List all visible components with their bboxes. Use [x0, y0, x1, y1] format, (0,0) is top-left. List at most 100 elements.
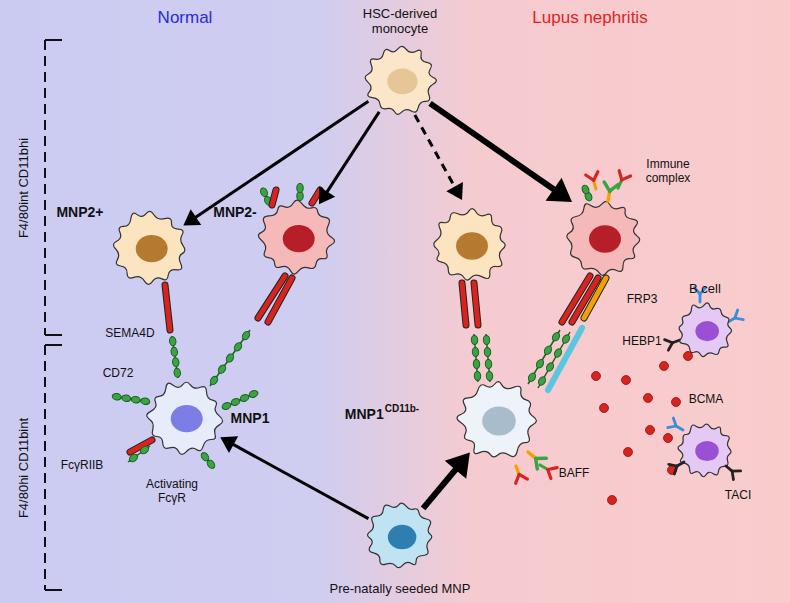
connector-line: [415, 115, 456, 189]
shape: [672, 466, 680, 474]
shape: [669, 461, 677, 469]
receptor-bead: [225, 352, 235, 363]
marker-label: CD72: [103, 367, 134, 381]
dashed-arrow: [415, 115, 463, 200]
marker-label: BAFF: [559, 467, 590, 481]
antibody: [668, 418, 686, 435]
cell-nucleus: [136, 235, 168, 262]
receptor-bead: [485, 359, 492, 369]
cell-node: MNP2+: [106, 204, 193, 291]
connector-line: [231, 443, 369, 518]
cell-label: MNP2+: [56, 204, 103, 220]
receptor-bead: [543, 345, 553, 356]
cell-node: MNP1: [141, 374, 228, 461]
baff-ligand: [608, 496, 617, 505]
receptor-bead: [239, 393, 250, 403]
receptor-bead: [471, 335, 478, 345]
cell-body: [365, 46, 436, 114]
cell-nucleus: [695, 441, 719, 461]
receptor: [584, 278, 606, 318]
marker-label: FcγRIIB: [61, 459, 104, 473]
receptor: [312, 190, 320, 203]
arrowhead: [183, 209, 201, 225]
cell-body: [114, 212, 185, 285]
cell-node: MNP1CD11b-: [451, 374, 543, 466]
receptor-bead: [173, 368, 181, 378]
receptor-bead: [545, 362, 555, 373]
receptor-bead: [483, 335, 490, 345]
receptor-bead: [581, 184, 590, 195]
receptor-bead: [241, 330, 251, 341]
cell-label: MNP2-: [213, 204, 257, 220]
receptor: [272, 190, 276, 205]
receptor-bead: [217, 364, 227, 375]
cell-nucleus: [387, 68, 417, 94]
cell-outline: [359, 39, 442, 122]
baff-ligand: [646, 426, 655, 435]
connector-line: [430, 103, 557, 191]
cell-body: [259, 200, 335, 274]
receptor: [165, 285, 170, 330]
receptor-bead: [259, 187, 269, 198]
cell-node: MNP2-: [253, 194, 340, 281]
connector: [220, 436, 368, 518]
cell-node: HSC-derived monocyte: [359, 39, 442, 122]
shape: [545, 470, 554, 479]
axis-label: F4/80hi CD11bint: [17, 418, 32, 518]
marker-label: HEBP1: [622, 335, 661, 349]
cell-label: MNP1: [345, 406, 384, 422]
receptor-bead: [121, 394, 131, 402]
marker-label: Activating FcγR: [136, 478, 208, 506]
cell-outline: [253, 194, 340, 281]
antibody: [601, 182, 618, 202]
arrowhead: [446, 182, 463, 200]
receptor: [462, 283, 466, 325]
receptor: [474, 283, 478, 325]
baff-ligand: [660, 362, 669, 371]
connector: [183, 101, 368, 225]
cell-body: [457, 382, 536, 457]
receptor-bead: [139, 445, 150, 455]
arrowhead: [546, 178, 572, 202]
receptor-bead: [484, 347, 491, 357]
baff-ligand: [672, 398, 681, 407]
receptor-bead: [527, 372, 537, 383]
shape: [729, 471, 738, 479]
receptor-bead: [128, 453, 139, 463]
connector-line: [193, 101, 368, 219]
receptor-bead: [537, 376, 547, 387]
cell-body: [147, 383, 223, 455]
marker-label: TACI: [725, 489, 751, 503]
receptor-bead: [248, 389, 259, 399]
cell-nucleus: [171, 405, 203, 432]
cell-outline: [141, 374, 228, 461]
receptor-bead: [474, 371, 481, 381]
shape: [665, 337, 673, 344]
cell-body: [678, 424, 731, 477]
baff-ligand: [644, 394, 653, 403]
receptor-bead: [561, 334, 571, 345]
receptor-bead: [131, 396, 141, 404]
baff-ligand: [592, 372, 601, 381]
baff-ligand: [622, 376, 631, 385]
receptor-bead: [553, 348, 563, 359]
antibody: [722, 462, 740, 480]
receptor: [462, 283, 466, 325]
cell-label: MNP1: [231, 410, 270, 426]
antibody: [537, 460, 557, 479]
cell-nucleus: [456, 232, 488, 259]
receptor-bead: [209, 375, 219, 386]
arrowhead: [319, 186, 335, 204]
receptor-bead: [486, 371, 493, 381]
connector-line: [423, 466, 458, 508]
antibody: [510, 464, 527, 484]
cell-outline: [451, 374, 543, 466]
shape: [513, 474, 521, 483]
receptor: [584, 278, 606, 318]
cell-node: B cell: [673, 298, 737, 362]
axis-label: F4/80int CD11bhi: [17, 138, 32, 238]
connector: [423, 452, 470, 508]
baff-ligand: [600, 404, 609, 413]
cell-nucleus: [283, 225, 315, 252]
cell-body: [679, 303, 731, 357]
